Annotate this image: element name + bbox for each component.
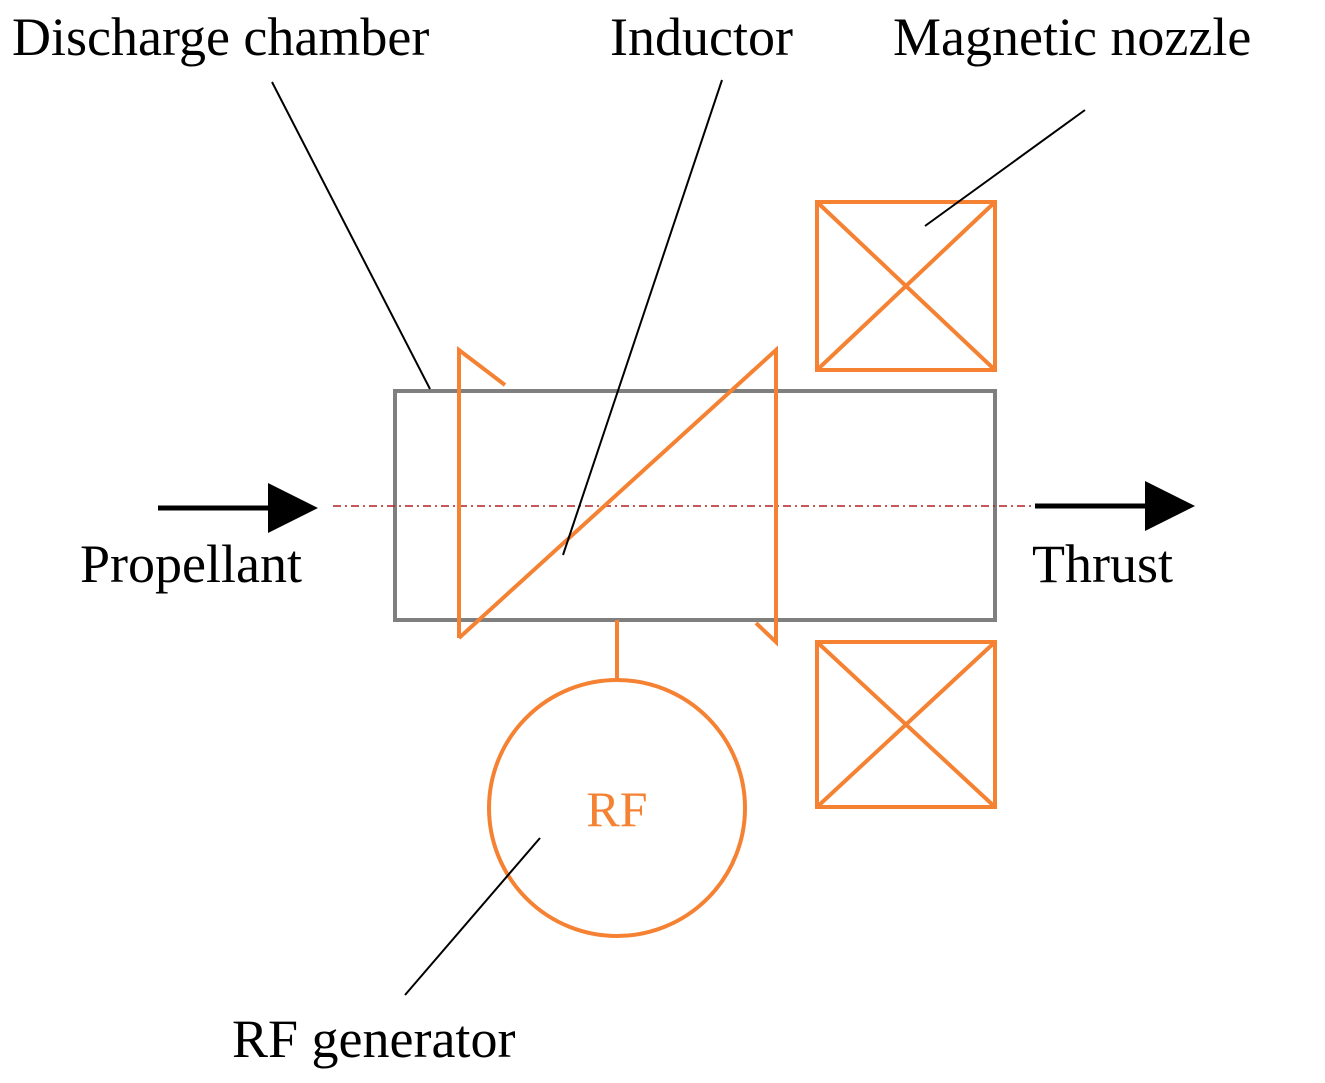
discharge-chamber-leader: [271, 81, 431, 390]
magnetic-nozzle-label: Magnetic nozzle: [893, 7, 1251, 67]
rf-generator-label: RF generator: [232, 1009, 515, 1069]
magnetic-nozzle-coil-upper: [815, 200, 997, 372]
thrust-label: Thrust: [1032, 534, 1173, 594]
inductor-label: Inductor: [610, 7, 793, 67]
discharge-chamber-label: Discharge chamber: [12, 7, 429, 67]
inductor-diagonal: [457, 345, 778, 647]
magnetic-nozzle-leader: [924, 109, 1086, 227]
rf-label: RF: [586, 781, 647, 837]
rf-generator-leader: [404, 837, 541, 996]
inductor-leader: [562, 79, 723, 556]
inductor-coil: [457, 345, 778, 647]
magnetic-nozzle-coil-lower: [815, 640, 997, 809]
rf-generator-circle: [487, 678, 747, 938]
inductor-left-loop: [457, 345, 507, 638]
propellant-label: Propellant: [80, 534, 302, 594]
